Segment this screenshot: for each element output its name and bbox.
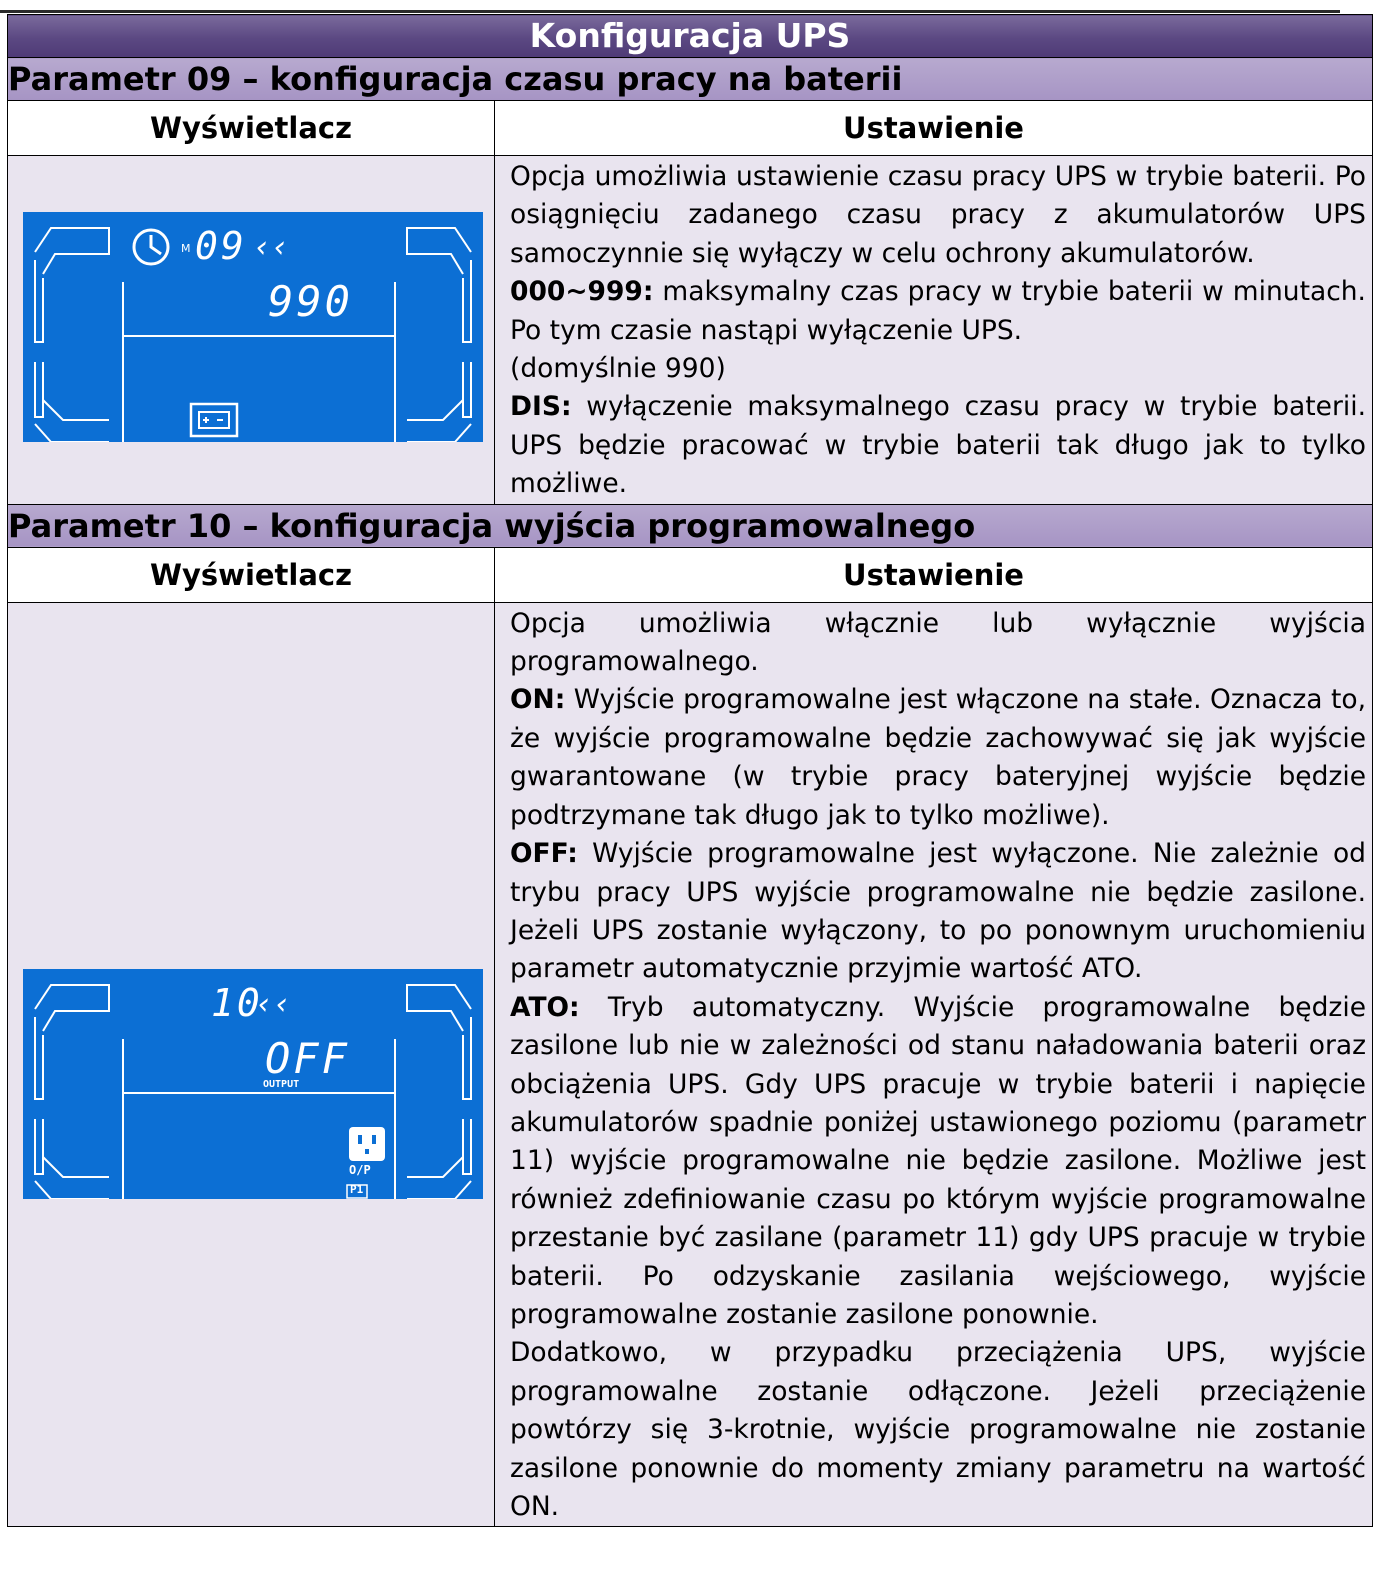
section-heading-row: Parametr 10 – konfiguracja wyjścia progr… bbox=[7, 503, 1373, 548]
section-heading-10: Parametr 10 – konfiguracja wyjścia progr… bbox=[7, 503, 1373, 548]
lcd-arrows: ‹‹ bbox=[255, 986, 292, 1022]
section-body-row: 10 ‹‹ OFF OUTPUT O/P P1 Opcja umożliwia … bbox=[7, 601, 1373, 1528]
display-cell-09: M 09 ‹‹ 990 bbox=[7, 155, 495, 505]
setting-description-10: Opcja umożliwia włącznie lub wyłącznie w… bbox=[494, 601, 1373, 1528]
lcd-param-number: 10 bbox=[211, 980, 263, 1025]
ups-config-table: Konfiguracja UPS Parametr 09 – konfigura… bbox=[7, 14, 1373, 1528]
setting-description-09: Opcja umożliwia ustawienie czasu pracy U… bbox=[494, 155, 1373, 505]
column-header-row: Wyświetlacz Ustawienie bbox=[7, 546, 1373, 603]
lcd-param-number: 09 bbox=[195, 224, 247, 268]
option-label: 000~999: bbox=[510, 276, 654, 308]
paragraph: (domyślnie 990) bbox=[510, 353, 726, 385]
section-heading-row: Parametr 09 – konfiguracja czasu pracy n… bbox=[7, 57, 1373, 101]
option-label: ATO: bbox=[510, 991, 580, 1023]
table-title: Konfiguracja UPS bbox=[7, 14, 1373, 58]
paragraph: DIS: wyłączenie maksymalnego czasu pracy… bbox=[510, 391, 1366, 500]
paragraph: ON: Wyjście programowalne jest włączone … bbox=[510, 684, 1366, 831]
paragraph: Opcja umożliwia włącznie lub wyłącznie w… bbox=[510, 607, 1366, 678]
paragraph: Opcja umożliwia ustawienie czasu pracy U… bbox=[510, 161, 1366, 269]
lcd-output-label: OUTPUT bbox=[263, 1078, 300, 1090]
section-heading-09: Parametr 09 – konfiguracja czasu pracy n… bbox=[7, 57, 1373, 101]
lcd-display-09: M 09 ‹‹ 990 bbox=[23, 212, 483, 442]
lcd-display-10: 10 ‹‹ OFF OUTPUT O/P P1 bbox=[23, 968, 483, 1199]
option-label: OFF: bbox=[510, 838, 578, 870]
lcd-p1-label: P1 bbox=[350, 1182, 364, 1196]
outlet-icon bbox=[349, 1126, 385, 1161]
column-header-display: Wyświetlacz bbox=[7, 546, 495, 603]
paragraph: 000~999: maksymalny czas pracy w trybie … bbox=[510, 276, 1366, 346]
option-label: ON: bbox=[510, 684, 566, 716]
option-label: DIS: bbox=[510, 391, 572, 423]
lcd-value: 990 bbox=[268, 277, 353, 326]
paragraph: OFF: Wyjście programowalne jest wyłączon… bbox=[510, 838, 1366, 985]
column-header-setting: Ustawienie bbox=[494, 546, 1373, 603]
top-rule bbox=[0, 10, 1340, 13]
lcd-frame-graphic: M bbox=[34, 227, 472, 442]
section-body-row: M 09 ‹‹ 990 Opcja umożliwia ustawienie c… bbox=[7, 155, 1373, 505]
column-header-setting: Ustawienie bbox=[494, 100, 1373, 156]
lcd-arrows: ‹‹ bbox=[253, 230, 290, 265]
display-cell-10: 10 ‹‹ OFF OUTPUT O/P P1 bbox=[7, 601, 495, 1528]
lcd-m-label: M bbox=[181, 242, 191, 255]
lcd-frame-graphic bbox=[34, 983, 472, 1199]
column-header-row: Wyświetlacz Ustawienie bbox=[7, 100, 1373, 156]
lcd-op-label: O/P bbox=[349, 1162, 371, 1177]
table-title-row: Konfiguracja UPS bbox=[7, 14, 1373, 58]
lcd-value: OFF bbox=[265, 1033, 350, 1083]
paragraph: ATO: Tryb automatyczny. Wyjście programo… bbox=[510, 991, 1366, 1330]
paragraph: Dodatkowo, w przypadku przeciążenia UPS,… bbox=[510, 1337, 1366, 1522]
column-header-display: Wyświetlacz bbox=[7, 100, 495, 156]
